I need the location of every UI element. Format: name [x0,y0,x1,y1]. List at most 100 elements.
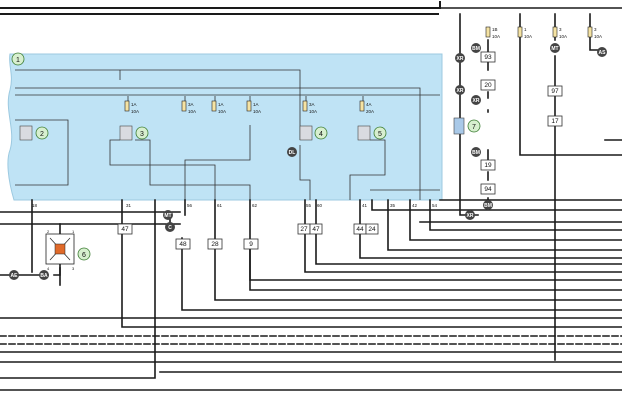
fuse-icon [302,100,308,112]
wire-19-box [480,159,496,171]
relay-5-icon [357,125,371,141]
connector-as-top [597,47,607,57]
wire-pin-35b [371,199,622,211]
connector-bm-2-label: BM [472,150,480,156]
connector-c-label: C [168,225,172,231]
wire-47a: 47 [121,226,129,233]
wire-pin-42 [409,199,622,241]
connector-bm-1-label: BM [472,46,480,52]
relay-6-coil [54,243,66,255]
pin-41: 41 [362,203,368,208]
connector-ae [9,270,19,280]
wire-pin-35 [387,199,622,251]
wire-9: 9 [249,241,253,248]
relay-6-pin-label-3: 3 [72,266,75,271]
fuse-box-2-rating: 10A [188,109,196,114]
connector-mt-top-label: MT [551,46,558,52]
wire-97-box [547,85,563,97]
callout-7 [467,119,481,133]
wire-48-box [175,238,191,250]
callouts: 1 2 3 4 5 6 7 [11,52,481,261]
connector-circles: XR BM XR XR BM BM XR MT AS MT C DL AE BA [9,43,607,280]
connector-xr-top-label: XR [457,56,464,62]
wire-24-box [365,223,379,235]
connector-c [165,222,175,232]
wire-top-1 [0,1,441,9]
fuse-icon [517,26,523,38]
connector-as-top-label: AS [599,50,607,56]
relay-6-pin-label-1: 1 [72,229,75,234]
connector-xr-3-label: XR [473,98,480,104]
wire-19: 19 [484,162,492,169]
component-7-icon [453,117,465,135]
wire-97: 97 [551,88,559,95]
callout-4-label: 4 [319,131,323,138]
wire-28-box [207,238,223,250]
wire-right-col-520 [519,13,622,156]
relay-6-pin-label-2: 2 [47,229,50,234]
fuse-box-5-id: 3A [309,102,315,107]
fuse-top-3-id: 3 [559,27,562,32]
wire-right-col-590 [589,13,601,51]
connector-bm-1 [471,43,481,53]
pin-62: 62 [252,203,258,208]
fuse-box-1-rating: 10A [131,109,139,114]
fuse-top-3-rating: 10A [559,34,567,39]
callout-6-label: 6 [82,252,86,259]
wire-17-box [547,115,563,127]
box-line-7 [135,139,251,200]
callout-3 [135,126,149,140]
relay-icons [19,125,371,141]
connector-ba-label: BA [40,273,48,279]
connector-dl-label: DL [289,150,296,156]
fuse-icon [359,100,365,112]
pin-61: 61 [217,203,223,208]
wire-number-boxes: 93 20 19 94 97 17 47 48 28 9 27 47 44 24 [117,51,563,250]
connector-mt-left [163,210,173,220]
pin-42: 42 [412,203,418,208]
fuse-icon [124,100,130,112]
box-line-8 [299,145,311,200]
wire-44: 44 [356,226,364,233]
fuse-box-2-id: 3A [188,102,194,107]
pin-54: 54 [432,203,438,208]
box-line-1 [15,69,301,140]
connector-xr-top [455,53,465,63]
fuse-icon [552,26,558,38]
box-line-9 [349,139,386,200]
fuse-box-6-id: 4A [366,102,372,107]
callout-1 [11,52,25,66]
pin-56: 56 [187,203,193,208]
box-line-6 [109,139,216,200]
callout-6 [77,247,91,261]
fuse-box-3-id: 1A [218,102,224,107]
wire-93: 93 [484,54,492,61]
fuse-icon [181,100,187,112]
connector-xr-bottom [465,210,475,220]
fuse-top-4-id: 3 [594,27,597,32]
wire-27: 27 [300,226,308,233]
connector-mt-top [550,43,560,53]
fuse-top-4-rating: 10A [594,34,602,39]
wire-pin-31 [121,199,622,328]
box-line-5 [15,119,69,186]
wire-pin-60 [315,199,622,265]
wire-47b: 47 [312,226,320,233]
connector-ba [39,270,49,280]
fuse-top-1-rating: 10A [492,34,500,39]
fuse-icon [211,100,217,112]
fuse-top-1-id: 1B [492,27,498,32]
connector-bm-3-label: BM [484,203,492,209]
wire-20-box [480,79,496,91]
relay-4-icon [299,125,313,141]
fuse-box-4-rating: 10A [253,109,261,114]
connector-xr-bottom-label: XR [467,213,474,219]
connector-xr-3 [471,95,481,105]
callout-1-label: 1 [16,57,20,64]
relay-6-pin-label-4: 4 [47,266,50,271]
fuse-icon [587,26,593,38]
fuse-icon [246,100,252,112]
wire-17: 17 [551,118,559,125]
pin-35: 35 [390,203,396,208]
